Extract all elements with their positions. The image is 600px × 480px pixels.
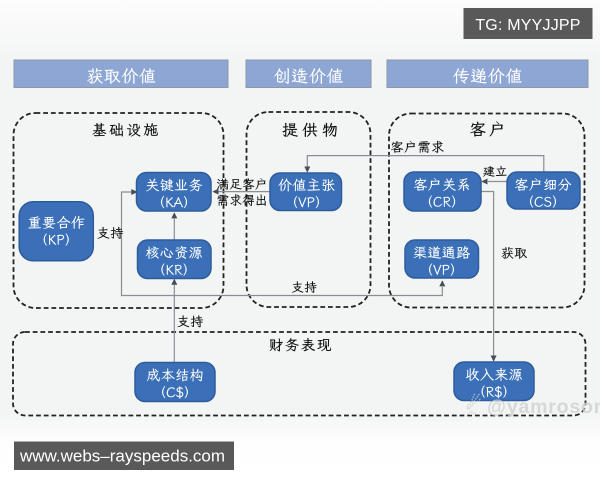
svg-text:www.webs–rayspeeds.com: www.webs–rayspeeds.com <box>19 447 225 466</box>
svg-text:@yamroson: @yamroson <box>487 396 600 418</box>
svg-text:du: du <box>469 411 476 417</box>
svg-text:TG: MYYJJPP: TG: MYYJJPP <box>475 17 580 34</box>
svg-text:☄: ☄ <box>466 393 481 413</box>
